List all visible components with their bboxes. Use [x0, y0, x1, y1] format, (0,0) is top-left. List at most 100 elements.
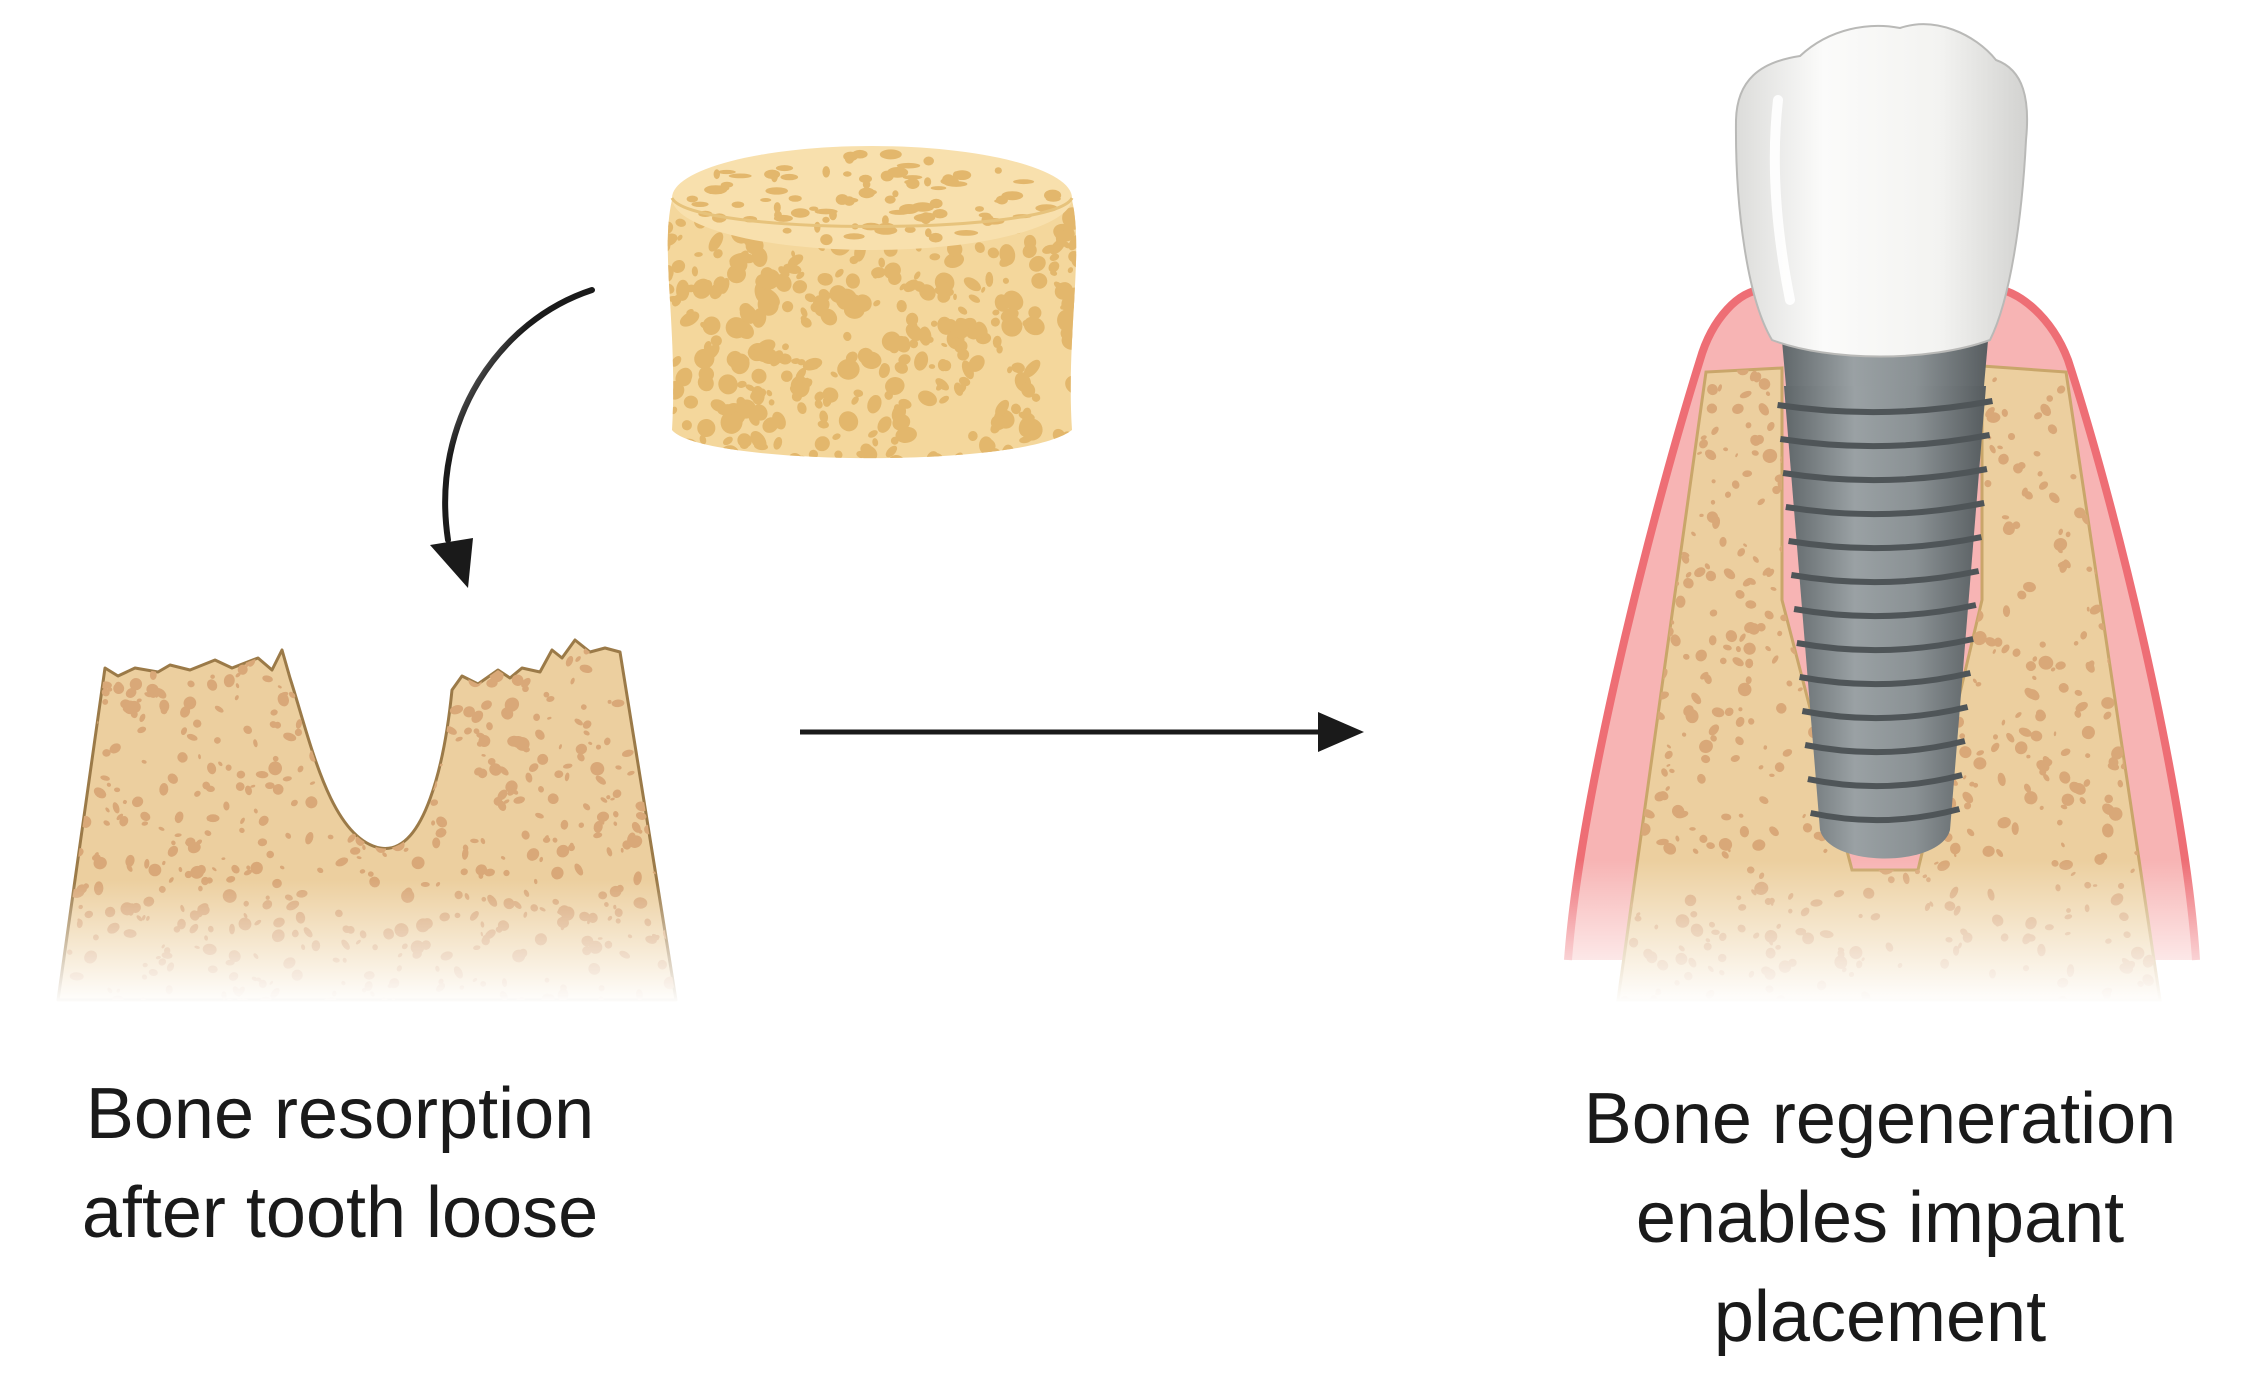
texture-dot [965, 327, 980, 340]
texture-dot [1053, 281, 1064, 290]
texture-dot [338, 670, 342, 676]
texture-dot [2053, 731, 2057, 737]
texture-dot [1985, 637, 1997, 647]
texture-dot [1707, 384, 1718, 396]
texture-dot [244, 785, 253, 796]
texture-dot [513, 796, 526, 804]
texture-dot [1721, 813, 1732, 821]
texture-dot [1732, 403, 1744, 414]
texture-dot [258, 815, 269, 826]
texture-dot [652, 756, 662, 768]
texture-dot [123, 700, 138, 715]
texture-dot [277, 685, 282, 689]
texture-dot [941, 343, 948, 347]
texture-dot [950, 337, 961, 347]
texture-dot [546, 696, 555, 702]
texture-dot [1024, 451, 1031, 458]
texture-dot [735, 321, 754, 339]
texture-dot [1709, 609, 1718, 617]
texture-dot [1718, 838, 1733, 851]
texture-dot [1772, 485, 1781, 495]
texture-dot [1731, 480, 1740, 489]
texture-dot [297, 765, 304, 773]
texture-dot [218, 761, 223, 767]
texture-dot [2104, 794, 2113, 804]
texture-dot [1670, 634, 1681, 647]
texture-dot [859, 174, 872, 183]
texture-dot [246, 865, 251, 870]
texture-dot [1992, 734, 1999, 740]
texture-dot [1743, 543, 1748, 547]
texture-dot [250, 861, 263, 875]
texture-dot [830, 371, 838, 378]
texture-dot [533, 647, 547, 661]
texture-dot [1972, 678, 1977, 684]
texture-dot [539, 856, 544, 863]
texture-dot [257, 838, 268, 847]
texture-dot [387, 714, 398, 725]
texture-dot [103, 653, 112, 662]
texture-dot [1982, 845, 1995, 857]
texture-dot [2074, 710, 2082, 718]
implant-threads [1777, 398, 1994, 824]
texture-dot [2069, 781, 2083, 794]
texture-dot [136, 698, 142, 703]
texture-dot [845, 351, 858, 364]
texture-dot [2086, 660, 2095, 670]
texture-dot [132, 796, 144, 808]
texture-dot [676, 735, 682, 741]
texture-dot [231, 864, 240, 874]
texture-dot [939, 395, 950, 404]
porous-scaffold-illustration [667, 146, 1077, 459]
texture-dot [944, 252, 965, 269]
texture-dot [356, 856, 362, 860]
texture-dot [1986, 412, 2001, 423]
curved-arrow-head [430, 538, 473, 588]
implant-thread [1782, 466, 1988, 484]
texture-dot [1652, 461, 1657, 466]
texture-dot [68, 646, 80, 660]
texture-dot [2024, 791, 2038, 805]
texture-dot [716, 449, 722, 456]
texture-dot [114, 787, 121, 793]
texture-dot [691, 266, 699, 277]
texture-dot [814, 436, 830, 452]
texture-dot [221, 857, 226, 861]
texture-dot [551, 866, 564, 880]
texture-dot [537, 753, 549, 765]
texture-dot [381, 720, 387, 726]
texture-dot [740, 442, 749, 450]
texture-dot [1985, 406, 1995, 418]
texture-dot [1737, 548, 1746, 557]
implant-thread [1785, 500, 1985, 518]
texture-dot [1993, 637, 2003, 647]
texture-dot [1642, 809, 1655, 819]
texture-dot [2081, 725, 2095, 740]
texture-dot [935, 378, 949, 391]
texture-dot [1748, 718, 1755, 725]
texture-dot [204, 830, 212, 836]
texture-dot [371, 1004, 381, 1014]
texture-dot [569, 842, 574, 848]
texture-dot [1044, 189, 1062, 201]
texture-dot [857, 347, 874, 364]
texture-dot [255, 770, 269, 779]
texture-dot [1762, 567, 1771, 576]
texture-dot [250, 784, 256, 788]
texture-dot [2053, 538, 2068, 551]
texture-dot [843, 171, 852, 177]
texture-dot [635, 812, 647, 820]
texture-dot [2163, 411, 2172, 420]
texture-dot [2055, 661, 2066, 670]
texture-dot [974, 242, 985, 253]
texture-dot [2040, 403, 2052, 417]
texture-dot [1021, 382, 1036, 398]
texture-dot [352, 689, 360, 696]
texture-dot [2018, 461, 2026, 470]
texture-dot [814, 221, 821, 233]
texture-dot [759, 269, 781, 290]
texture-dot [282, 776, 292, 782]
texture-dot [894, 361, 908, 374]
texture-dot [932, 209, 948, 219]
